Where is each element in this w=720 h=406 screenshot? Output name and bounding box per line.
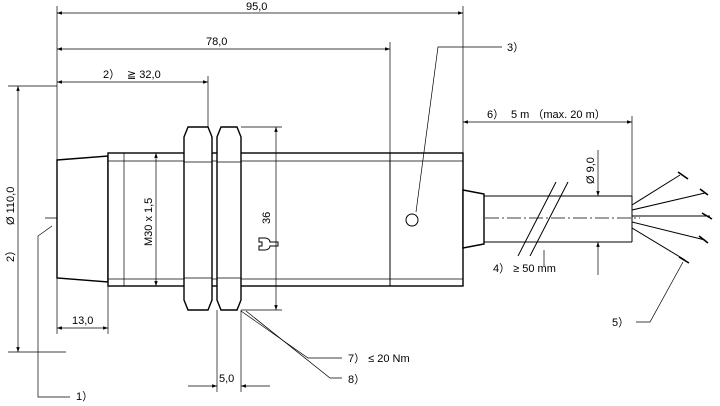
wrench-size-label: 36 [261, 212, 273, 224]
callout-5: 5） [612, 261, 684, 329]
front-cap [56, 155, 109, 283]
dimension-thread: M30 x 1,5 [143, 153, 158, 286]
callout-5-label: 5） [612, 316, 629, 329]
front-cap-label: 13,0 [72, 315, 93, 327]
thread-length-label: ≧ 32,0 [127, 69, 161, 81]
callout-7: 7） ≤ 20 Nm [240, 310, 410, 365]
callout-1-label: 1） [76, 390, 93, 403]
cable-wires [631, 171, 713, 264]
cable-length-label: 5 m （max. 20 m） [511, 108, 606, 121]
cable-length-marker: 6） [487, 108, 504, 121]
cable-break-2 [529, 181, 569, 257]
wrench-icon [258, 237, 279, 251]
led-indicator [405, 213, 419, 227]
dimension-cable-length: 6） 5 m （max. 20 m） [463, 108, 633, 196]
thread-length-marker: 2） [103, 68, 120, 81]
thread-label: M30 x 1,5 [143, 198, 155, 246]
total-length-label: 95,0 [246, 1, 267, 13]
callout-4-label: 4） ≥ 50 mm [493, 262, 556, 275]
callout-3-label: 3） [507, 41, 524, 54]
dimension-thread-length: 2） ≧ 32,0 [57, 68, 209, 127]
callout-8-label: 8） [348, 373, 365, 386]
diameter-label: Ø 110,0 [5, 187, 17, 225]
dimension-cable-diameter: Ø 9,0 [585, 150, 600, 275]
dimension-housing-length: 78,0 [57, 36, 391, 153]
cable-gland [462, 189, 485, 249]
callout-4: 4） ≥ 50 mm [493, 250, 556, 275]
dimension-total-length: 95,0 [56, 1, 464, 160]
cable-diameter-label: Ø 9,0 [585, 157, 597, 184]
dimension-front-cap: 13,0 [56, 278, 109, 334]
callout-3: 3） [415, 41, 524, 213]
callout-7-label: 7） ≤ 20 Nm [348, 352, 410, 365]
nut-left [183, 126, 213, 311]
dimension-diameter: Ø 110,0 2） [4, 85, 66, 353]
threaded-housing [107, 152, 464, 287]
nut-right [216, 126, 242, 311]
housing-length-label: 78,0 [206, 36, 227, 48]
dimension-nut-thickness: 5,0 [188, 310, 270, 392]
nut-thickness-label: 5,0 [219, 373, 234, 385]
diameter-marker: 2） [4, 245, 17, 262]
callout-8: 8） [245, 310, 365, 386]
callout-1: 1） [37, 225, 93, 403]
dimension-wrench-size: 36 [241, 126, 282, 311]
cable-break-1 [517, 181, 557, 257]
